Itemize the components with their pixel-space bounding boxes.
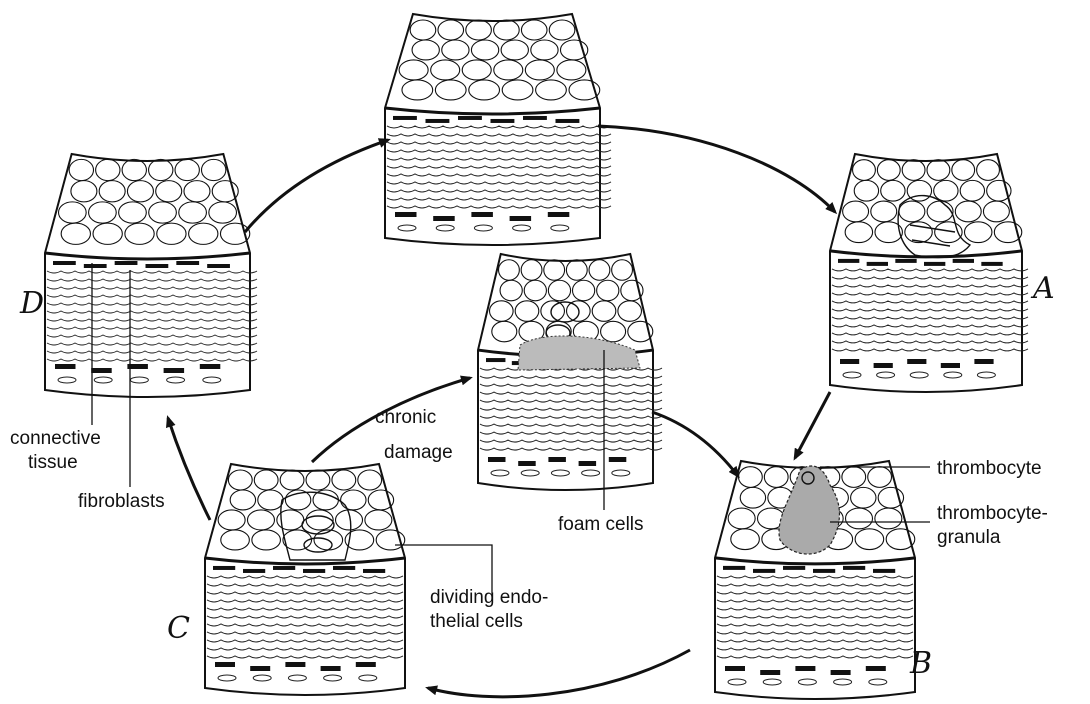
tissue-block-a: [830, 154, 1028, 392]
tissue-block-foam: [478, 254, 662, 490]
tissue-block-d: [45, 154, 257, 397]
arrow-foam-to-b: [652, 412, 738, 476]
label-dividing-endothelial-line2: thelial cells: [430, 611, 523, 632]
tissue-block-outline: [478, 254, 653, 490]
label-connective-tissue-line2: tissue: [28, 452, 78, 473]
label-thrombocyte-granula-line2: granula: [937, 527, 1001, 548]
label-fibroblasts: fibroblasts: [78, 491, 165, 512]
label-dividing-endothelial-line1: dividing endo-: [430, 587, 548, 608]
arrow-d-to-top: [245, 140, 388, 232]
stage-letter-c: C: [167, 611, 190, 646]
stage-letter-a: A: [1030, 271, 1055, 306]
arrow-c-to-d: [168, 418, 210, 520]
tissue-block-outline: [205, 464, 405, 695]
label-thrombocyte-granula-line1: thrombocyte-: [937, 503, 1048, 524]
label-chronic-damage-line1: chronic: [375, 407, 436, 428]
label-thrombocyte: thrombocyte: [937, 458, 1042, 479]
label-chronic-damage-line2: damage: [384, 442, 453, 463]
stage-letter-b: B: [909, 646, 932, 681]
stage-letter-d: D: [19, 286, 44, 321]
arrow-top-to-a: [598, 126, 835, 212]
tissue-block-outline: [385, 14, 600, 245]
label-foam-cells: foam cells: [558, 514, 644, 535]
tissue-block-outline: [830, 154, 1022, 392]
arrow-b-to-c: [428, 650, 690, 697]
arrow-a-to-b: [795, 392, 830, 458]
tissue-block-top: [385, 14, 611, 245]
tissue-block-c: [205, 464, 405, 695]
label-connective-tissue-line1: connective: [10, 428, 101, 449]
